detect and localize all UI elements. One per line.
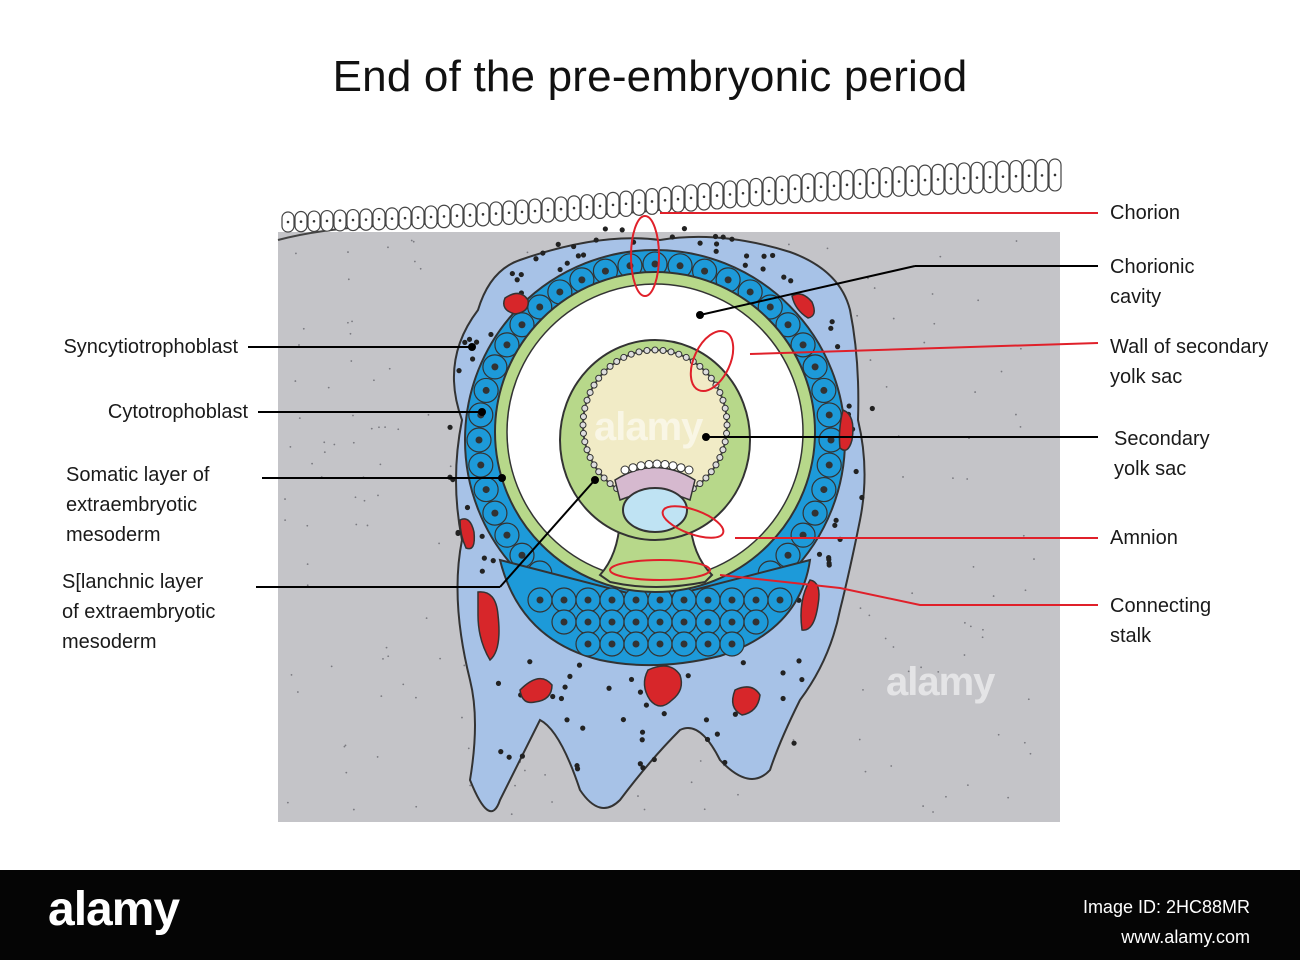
amniotic-cavity xyxy=(622,487,688,533)
red-leader-lines xyxy=(609,212,1099,606)
black-leader-lines xyxy=(248,265,1098,588)
cytotrophoblast-cells-lower xyxy=(527,587,793,657)
uterine-epithelium xyxy=(281,158,1062,233)
footer-site: www.alamy.com xyxy=(1121,927,1250,947)
label-wall-secondary-yolk-sac: Wall of secondary yolk sac xyxy=(1110,336,1269,388)
label-cytotrophoblast: Cytotrophoblast xyxy=(107,401,248,423)
label-chorionic-cavity: Chorionic cavity xyxy=(1110,256,1195,308)
diagram-title: End of the pre-embryonic period xyxy=(332,52,968,101)
label-secondary-yolk-sac: Secondary yolk sac xyxy=(1114,428,1210,480)
label-chorion: Chorion xyxy=(1110,202,1181,224)
label-somatic-layer: Somatic layer of extraembryotic mesoderm xyxy=(66,464,210,546)
label-syncytiotrophoblast: Syncytiotrophoblast xyxy=(63,336,238,358)
watermark: alamy xyxy=(886,660,995,704)
footer-info: Image ID: 2HC88MR www.alamy.com xyxy=(1083,892,1250,952)
watermark: alamy xyxy=(594,405,703,449)
label-amnion: Amnion xyxy=(1110,527,1178,549)
embryo-diagram xyxy=(248,158,1099,822)
epiblast-cells xyxy=(620,459,694,475)
footer-image-id: Image ID: 2HC88MR xyxy=(1082,897,1250,917)
footer-logo: alamy xyxy=(48,883,180,936)
maternal-blood-lacunae xyxy=(459,292,854,716)
footer-bar: alamy Image ID: 2HC88MR www.alamy.com xyxy=(0,870,1300,960)
label-splanchnic-layer: S[lanchnic layer of extraembryotic mesod… xyxy=(62,571,216,653)
label-connecting-stalk: Connecting stalk xyxy=(1110,595,1212,647)
